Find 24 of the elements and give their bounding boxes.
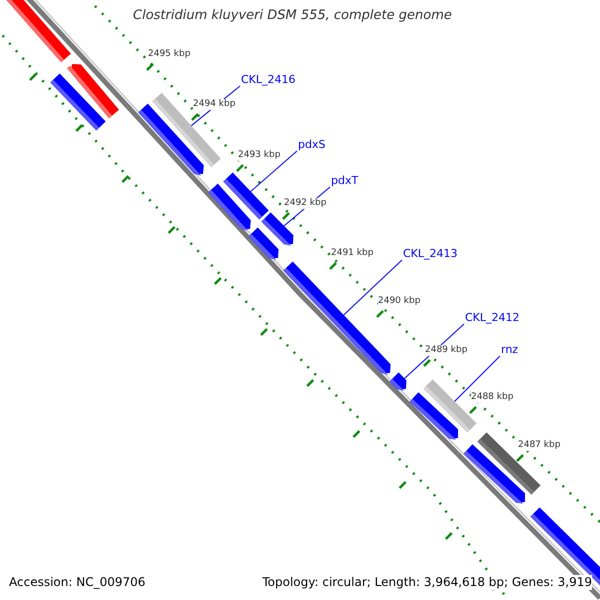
accession-text: Accession: NC_009706: [9, 575, 146, 590]
gene-label: CKL_2412: [465, 311, 520, 324]
gene-label: CKL_2413: [403, 247, 458, 260]
gene-feature: [261, 212, 294, 246]
position-label: 2488 kbp: [471, 392, 514, 403]
gene-label: pdxT: [331, 174, 358, 187]
position-label: 2487 kbp: [518, 440, 560, 451]
gene-label: CKL_2416: [241, 73, 296, 86]
position-label: 2490 kbp: [378, 296, 420, 307]
summary-text: Topology: circular; Length: 3,964,618 bp; Genes: 3,919: [262, 575, 592, 590]
leader-line: [454, 356, 500, 402]
position-label: 2494 kbp: [193, 99, 236, 110]
position-label: 2489 kbp: [425, 345, 468, 356]
position-label: 2493 kbp: [238, 150, 280, 161]
gene-feature: [389, 372, 406, 391]
position-label: 2491 kbp: [331, 248, 374, 259]
leader-line: [343, 260, 402, 316]
position-label: 2492 kbp: [284, 198, 326, 209]
gene-feature: [223, 172, 269, 220]
leader-line: [250, 150, 298, 192]
gene-label: pdxS: [298, 138, 326, 151]
position-label: 2495 kbp: [148, 49, 190, 60]
title: Clostridium kluyveri DSM 555, complete genome: [133, 8, 452, 24]
gene-label: rnz: [501, 343, 518, 356]
